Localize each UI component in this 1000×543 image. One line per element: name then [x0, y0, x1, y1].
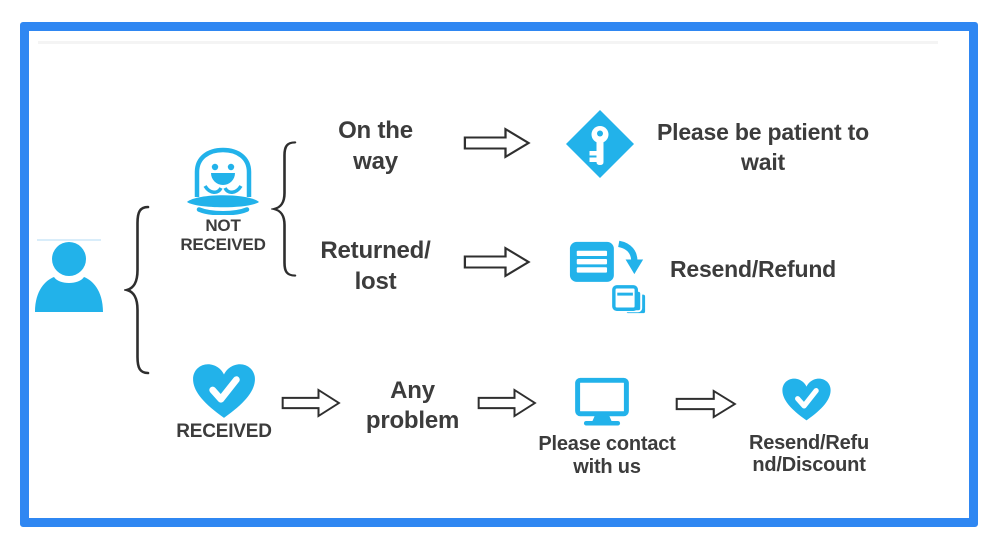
block-arrow-icon — [675, 389, 737, 419]
received-label-line1: RECEIVED — [176, 421, 272, 442]
be-patient-label: Please be patient to wait — [633, 117, 893, 177]
block-arrow-icon — [463, 127, 531, 159]
be-patient-line1: Please be patient to — [656, 119, 869, 145]
not-received-label-line1: NOT — [205, 216, 241, 235]
any-problem-line1: Any — [390, 377, 435, 404]
curly-brace-icon — [124, 204, 150, 376]
contact-us-line1: Please contact — [538, 433, 676, 455]
resend-refund-discount-label: Resend/Refu nd/Discount — [728, 432, 890, 476]
resend-refund-line1: Resend/Refund — [669, 256, 837, 282]
person-icon — [32, 228, 106, 312]
resend-refund-discount-line2: nd/Discount — [752, 454, 866, 476]
contact-us-label: Please contact with us — [527, 433, 687, 479]
ufo-alien-icon — [183, 145, 263, 215]
not-received-label-line2: RECEIVED — [180, 235, 266, 254]
heart-check-icon — [191, 362, 257, 420]
divider-line — [38, 41, 938, 44]
contact-us-line2: with us — [573, 456, 641, 478]
received-label: RECEIVED — [158, 421, 290, 443]
block-arrow-icon — [463, 246, 531, 278]
key-icon — [565, 109, 635, 179]
any-problem-line2: problem — [365, 407, 460, 434]
returned-lost-line1: Returned/ — [320, 237, 431, 264]
block-arrow-icon — [477, 388, 537, 418]
curly-brace-icon — [271, 140, 297, 278]
block-arrow-icon — [281, 388, 341, 418]
be-patient-line2: wait — [741, 149, 785, 175]
returned-lost-line2: lost — [354, 268, 397, 295]
on-the-way-line1: On the — [338, 117, 413, 144]
resend-refund-discount-line1: Resend/Refu — [748, 432, 870, 454]
heart-check-icon — [780, 377, 833, 422]
on-the-way-label: On the way — [303, 115, 448, 177]
page-border-frame — [20, 22, 978, 527]
resend-documents-icon — [567, 238, 649, 320]
any-problem-label: Any problem — [345, 376, 480, 436]
returned-lost-label: Returned/ lost — [303, 235, 448, 297]
resend-refund-label: Resend/Refund — [643, 254, 863, 285]
on-the-way-line2: way — [353, 148, 398, 175]
not-received-label: NOT RECEIVED — [157, 216, 289, 254]
computer-monitor-icon — [574, 377, 630, 427]
